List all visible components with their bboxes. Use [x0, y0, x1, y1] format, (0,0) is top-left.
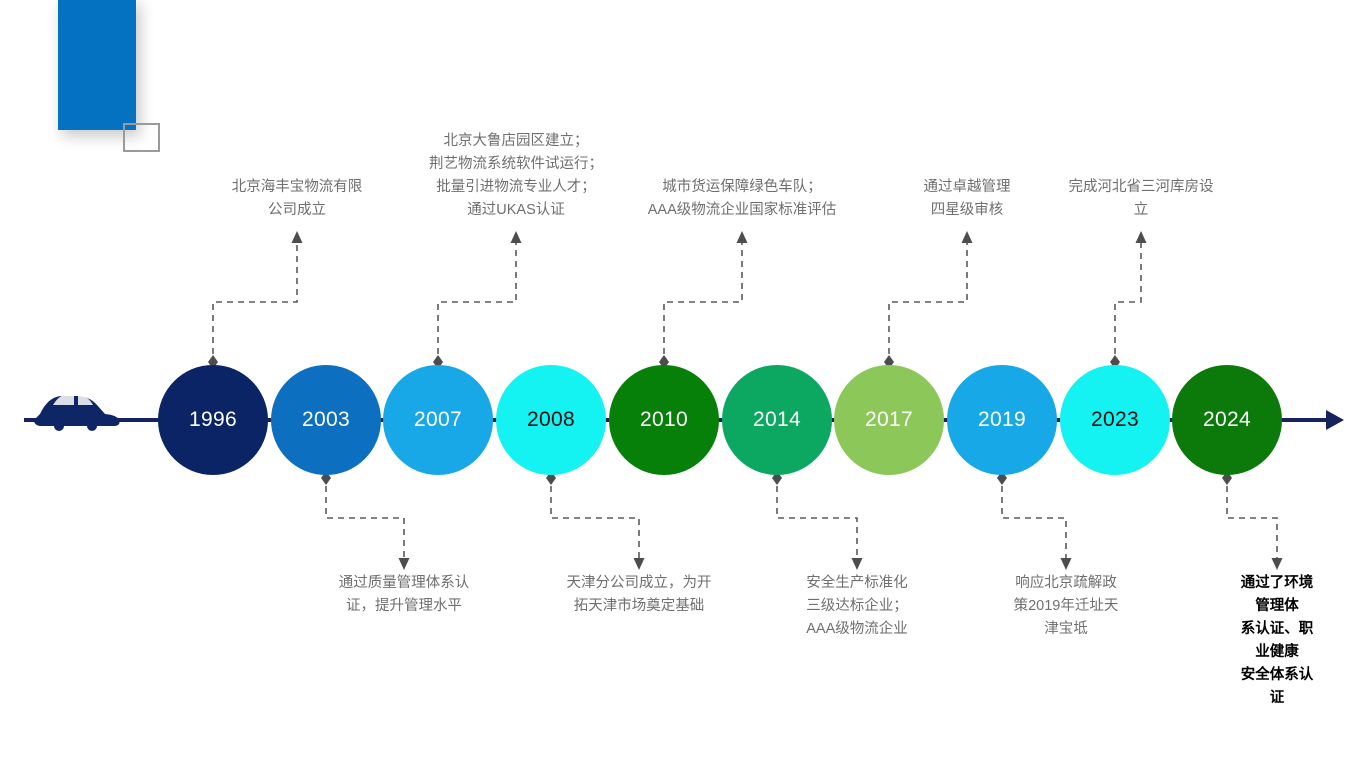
caption-2008: 天津分公司成立，为开 拓天津市场奠定基础: [566, 575, 712, 614]
caption-2024: 通过了环境管理体 系认证、职业健康 安全体系认证: [1240, 575, 1314, 706]
arrow-right-icon: [1326, 410, 1344, 430]
year-node-2017[interactable]: 2017: [834, 365, 944, 475]
connector-2017: [888, 233, 968, 354]
connector-2007: [437, 233, 517, 354]
year-node-2010[interactable]: 2010: [609, 365, 719, 475]
year-node-2019[interactable]: 2019: [947, 365, 1057, 475]
year-node-2014[interactable]: 2014: [722, 365, 832, 475]
connector-arrow-2008: [633, 558, 645, 570]
caption-2017: 通过卓越管理 四星级审核: [923, 179, 1011, 218]
connector-arrow-2003: [398, 558, 410, 570]
connector-1996: [212, 233, 298, 354]
connector-2008: [550, 486, 640, 560]
year-node-1996[interactable]: 1996: [158, 365, 268, 475]
car-icon: [34, 395, 120, 431]
connector-arrow-2023: [1135, 231, 1147, 243]
caption-2019: 响应北京疏解政 策2019年迁址天 津宝坻: [1013, 575, 1119, 637]
caption-2003: 通过质量管理体系认 证，提升管理水平: [338, 575, 470, 614]
year-node-2024[interactable]: 2024: [1172, 365, 1282, 475]
connector-2014: [776, 486, 858, 560]
connector-2003: [325, 486, 405, 560]
year-node-2023[interactable]: 2023: [1060, 365, 1170, 475]
connector-2024: [1226, 486, 1278, 560]
connector-arrow-2010: [736, 231, 748, 243]
caption-2014: 安全生产标准化 三级达标企业； AAA级物流企业: [806, 575, 908, 637]
connector-2010: [663, 233, 743, 354]
connector-2023: [1114, 233, 1142, 354]
caption-2010: 城市货运保障绿色车队； AAA级物流企业国家标准评估: [647, 179, 837, 218]
connector-arrow-2019: [1060, 558, 1072, 570]
connector-arrow-2007: [510, 231, 522, 243]
decorative-blue-rectangle: [58, 0, 136, 130]
connector-2019: [1001, 486, 1067, 560]
connector-arrow-2014: [851, 558, 863, 570]
connector-arrow-2024: [1271, 558, 1283, 570]
connector-arrow-1996: [291, 231, 303, 243]
year-node-2003[interactable]: 2003: [271, 365, 381, 475]
year-node-2007[interactable]: 2007: [383, 365, 493, 475]
connector-arrow-2017: [961, 231, 973, 243]
caption-1996: 北京海丰宝物流有限 公司成立: [231, 179, 363, 218]
year-node-2008[interactable]: 2008: [496, 365, 606, 475]
caption-2007: 北京大鲁店园区建立； 荆艺物流系统软件试运行； 批量引进物流专业人才； 通过UK…: [429, 133, 603, 218]
caption-2023: 完成河北省三河库房设 立: [1068, 179, 1214, 218]
decorative-outline-square: [123, 123, 160, 152]
